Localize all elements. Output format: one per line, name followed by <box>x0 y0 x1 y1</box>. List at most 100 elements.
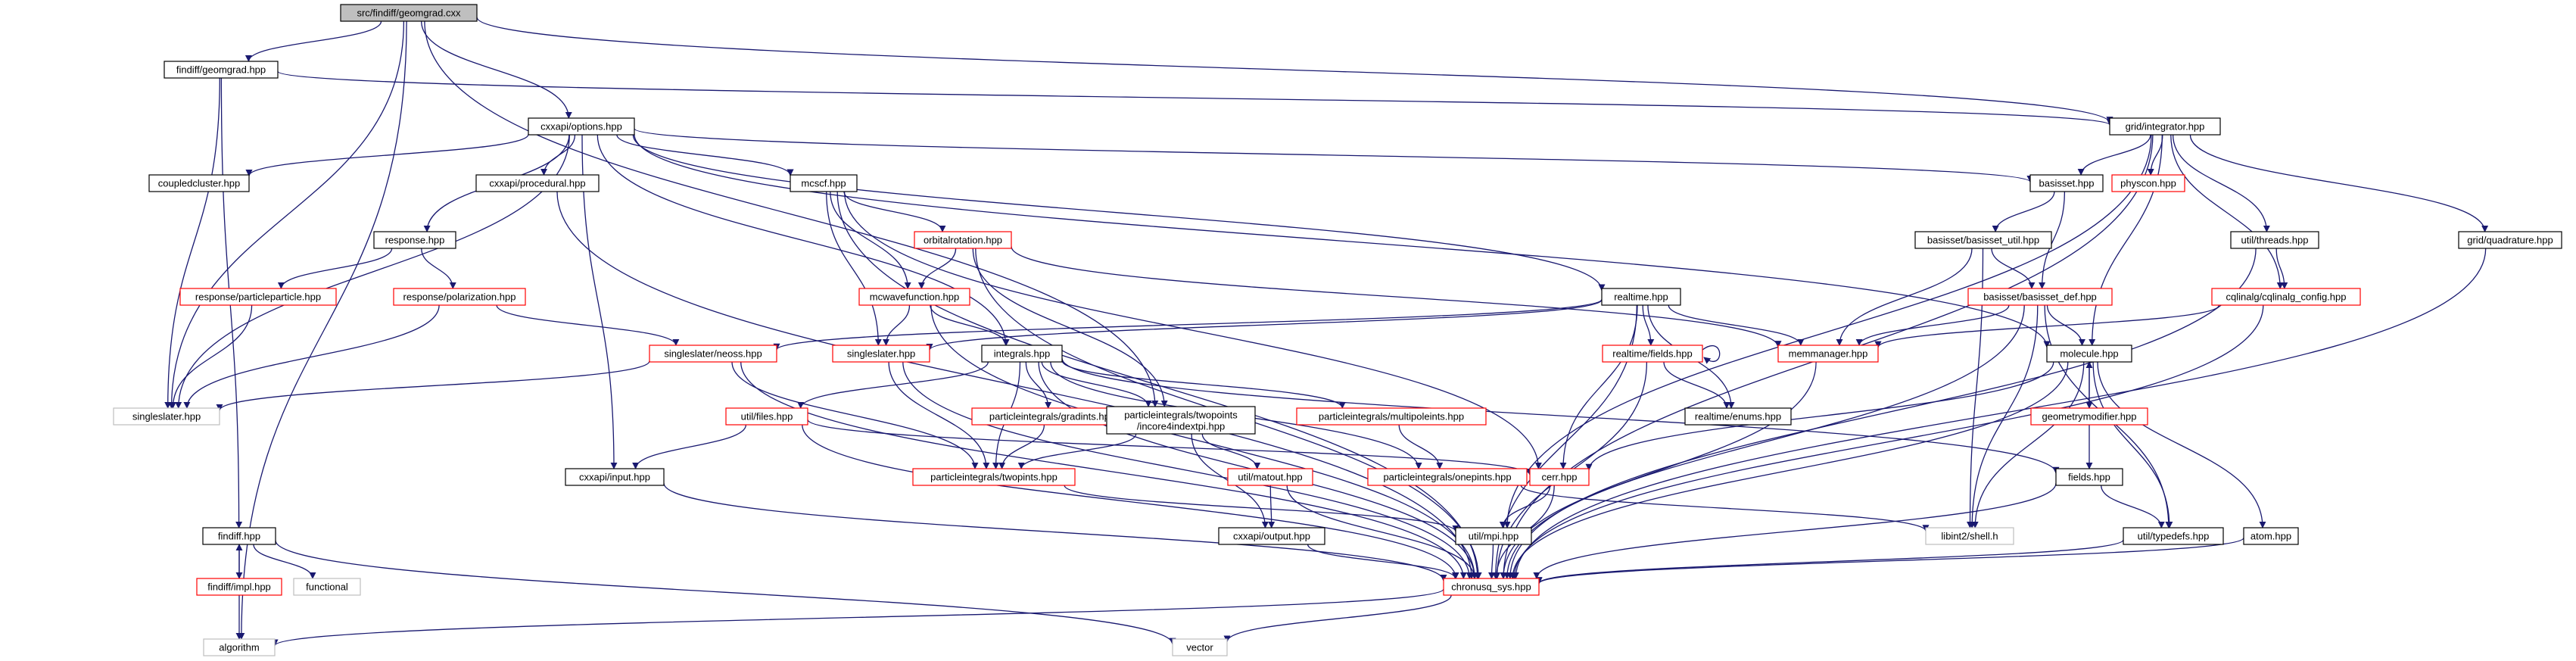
node-realtime-enums[interactable]: realtime/enums.hpp <box>1684 407 1792 426</box>
edge-mcscf-to-mcwavefunction <box>830 191 911 289</box>
node-label: singleslater.hpp <box>132 411 201 422</box>
edge-util-threads-to-cqlinalg-config <box>2275 248 2288 289</box>
edge-integrals-to-pi-multipoleints <box>1061 360 1346 409</box>
node-physcon[interactable]: physcon.hpp <box>2111 174 2185 192</box>
edge-pi-twopints-to-util-mpi <box>1064 485 1459 533</box>
edge-util-files-to-chronusq-sys <box>802 424 1459 579</box>
node-mcwavefunction[interactable]: mcwavefunction.hpp <box>858 288 970 306</box>
node-root[interactable]: src/findiff/geomgrad.cxx <box>340 4 478 22</box>
edge-singleslater-neoss-to-pi-twopints <box>731 361 979 469</box>
node-label: particleintegrals/twopints.hpp <box>930 472 1057 483</box>
node-realtime-fields[interactable]: realtime/fields.hpp <box>1602 345 1703 363</box>
node-libint2-shell[interactable]: libint2/shell.h <box>1925 527 2014 545</box>
node-box <box>912 468 1076 486</box>
node-pi-twopoints-incore[interactable]: particleintegrals/twopoints/incore4index… <box>1106 406 1256 435</box>
node-util-files[interactable]: util/files.hpp <box>725 407 808 426</box>
edge-cxxapi-options-to-molecule <box>634 134 2051 348</box>
node-box <box>914 231 1012 249</box>
edge-realtime-to-memmanager <box>1668 304 1805 346</box>
node-singleslater[interactable]: singleslater.hpp <box>832 345 930 363</box>
node-findiff-geomgrad[interactable]: findiff/geomgrad.hpp <box>164 61 279 79</box>
node-pi-twopints[interactable]: particleintegrals/twopints.hpp <box>912 468 1076 486</box>
edge-orbitalrotation-to-memmanager <box>1011 246 1782 348</box>
node-box <box>164 61 279 79</box>
node-box <box>393 288 526 306</box>
node-util-matout[interactable]: util/matout.hpp <box>1227 468 1313 486</box>
node-cxxapi-input[interactable]: cxxapi/input.hpp <box>565 468 665 486</box>
node-atom[interactable]: atom.hpp <box>2243 527 2299 545</box>
edge-util-files-to-cerr <box>807 419 1534 475</box>
node-cxxapi-procedural[interactable]: cxxapi/procedural.hpp <box>475 174 600 192</box>
node-label: realtime/enums.hpp <box>1695 411 1781 422</box>
node-pi-multipoleints[interactable]: particleintegrals/multipoleints.hpp <box>1296 407 1487 426</box>
node-box <box>179 288 337 306</box>
node-coupledcluster[interactable]: coupledcluster.hpp <box>148 174 250 192</box>
edge-realtime-fields-to-realtime-fields <box>1702 345 1721 364</box>
node-cxxapi-options[interactable]: cxxapi/options.hpp <box>528 117 635 136</box>
node-label: src/findiff/geomgrad.cxx <box>357 8 461 19</box>
node-label: memmanager.hpp <box>1789 348 1868 360</box>
node-grid-quadrature[interactable]: grid/quadrature.hpp <box>2458 231 2562 249</box>
edge-pi-twopoints-incore-to-util-matout <box>1201 433 1261 469</box>
node-molecule[interactable]: molecule.hpp <box>2046 345 2132 363</box>
node-pi-gradints[interactable]: particleintegrals/gradints.hpp <box>971 407 1133 426</box>
node-box <box>2046 345 2132 363</box>
node-label: particleintegrals/gradints.hpp <box>989 411 1115 422</box>
node-algorithm[interactable]: algorithm <box>203 638 276 656</box>
node-chronusq-sys[interactable]: chronusq_sys.hpp <box>1443 578 1540 596</box>
node-response-pol[interactable]: response/polarization.hpp <box>393 288 526 306</box>
node-findiff[interactable]: findiff.hpp <box>202 527 276 545</box>
node-box <box>1777 345 1879 363</box>
edge-cxxapi-output-to-chronusq-sys <box>1307 544 1459 579</box>
node-fields[interactable]: fields.hpp <box>2055 468 2123 486</box>
node-integrals[interactable]: integrals.hpp <box>981 345 1063 363</box>
node-basisset-util[interactable]: basisset/basisset_util.hpp <box>1914 231 2052 249</box>
node-orbitalrotation[interactable]: orbitalrotation.hpp <box>914 231 1012 249</box>
edge-basisset-def-to-memmanager <box>1855 304 2010 346</box>
edge-realtime-to-cerr <box>1559 304 1638 469</box>
node-label: particleintegrals/multipoleints.hpp <box>1319 411 1464 422</box>
node-label: fields.hpp <box>2068 472 2110 483</box>
node-basisset[interactable]: basisset.hpp <box>2029 174 2104 192</box>
edge-cxxapi-procedural-to-chronusq-sys <box>556 191 1475 579</box>
node-box <box>565 468 665 486</box>
node-util-threads[interactable]: util/threads.hpp <box>2230 231 2319 249</box>
edge-util-matout-to-cxxapi-output <box>1268 485 1276 528</box>
node-grid-integrator[interactable]: grid/integrator.hpp <box>2109 117 2221 136</box>
node-cqlinalg-config[interactable]: cqlinalg/cqlinalg_config.hpp <box>2211 288 2361 306</box>
edge-pi-gradints-to-pi-twopints <box>998 424 1045 469</box>
node-box <box>790 174 858 192</box>
node-label: atom.hpp <box>2250 531 2291 542</box>
node-label: basisset/basisset_util.hpp <box>1927 235 2039 246</box>
node-response[interactable]: response.hpp <box>373 231 456 249</box>
node-functional[interactable]: functional <box>293 578 361 596</box>
edge-basisset-util-to-memmanager <box>1836 248 1973 346</box>
node-memmanager[interactable]: memmanager.hpp <box>1777 345 1879 363</box>
node-box <box>1443 578 1540 596</box>
node-label: basisset/basisset_def.hpp <box>1983 292 2097 303</box>
node-util-mpi[interactable]: util/mpi.hpp <box>1455 527 1532 545</box>
edge-grid-integrator-to-basisset <box>2077 134 2151 176</box>
node-pi-onepints[interactable]: particleintegrals/onepints.hpp <box>1367 468 1528 486</box>
node-cerr[interactable]: cerr.hpp <box>1529 468 1590 486</box>
node-box <box>1296 407 1487 426</box>
node-box <box>340 4 478 22</box>
edge-root-to-algorithm <box>238 20 407 640</box>
node-geometrymodifier[interactable]: geometrymodifier.hpp <box>2030 407 2148 426</box>
node-mcscf[interactable]: mcscf.hpp <box>790 174 858 192</box>
node-util-typedefs[interactable]: util/typedefs.hpp <box>2123 527 2224 545</box>
node-label: grid/quadrature.hpp <box>2467 235 2553 246</box>
node-singleslater-neoss[interactable]: singleslater/neoss.hpp <box>649 345 777 363</box>
node-response-pp[interactable]: response/particleparticle.hpp <box>179 288 337 306</box>
node-findiff-impl[interactable]: findiff/impl.hpp <box>196 578 282 596</box>
node-box <box>1967 288 2113 306</box>
node-box <box>1218 527 1325 545</box>
node-basisset-def[interactable]: basisset/basisset_def.hpp <box>1967 288 2113 306</box>
node-singleslater-ext[interactable]: singleslater.hpp <box>113 407 220 426</box>
node-cxxapi-output[interactable]: cxxapi/output.hpp <box>1218 527 1325 545</box>
node-realtime[interactable]: realtime.hpp <box>1601 288 1681 306</box>
node-vector[interactable]: vector <box>1172 638 1228 656</box>
node-box <box>1529 468 1590 486</box>
edge-chronusq-sys-to-vector <box>1223 594 1452 643</box>
node-label: response.hpp <box>385 235 445 246</box>
